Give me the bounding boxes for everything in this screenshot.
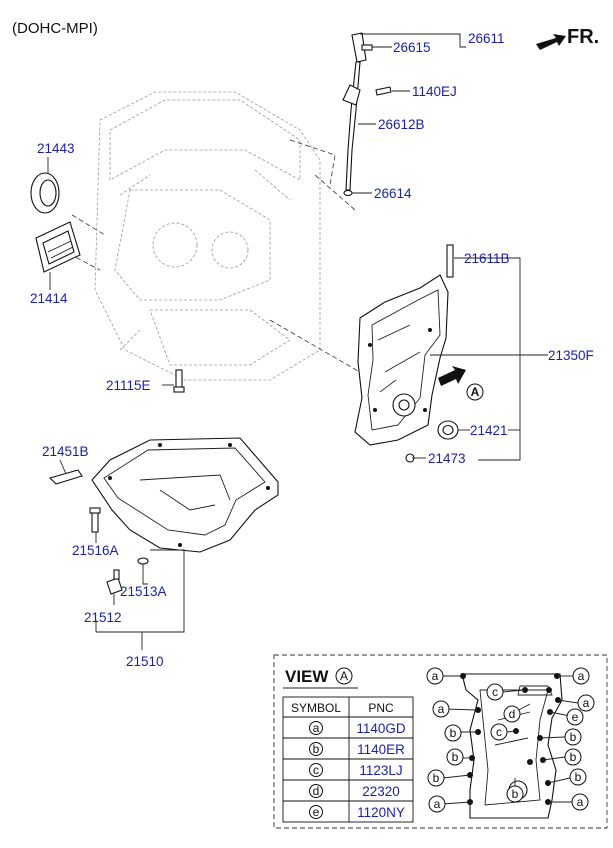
- symbol-pnc-table: SYMBOL PNC a 1140GD b 1140ER c 1123LJ d …: [282, 696, 414, 823]
- part-label-21513A[interactable]: 21513A: [120, 584, 167, 599]
- dipstick-bracket-bolt[interactable]: [375, 86, 392, 96]
- part-label-21414[interactable]: 21414: [30, 291, 68, 306]
- view-marker-circle: [466, 383, 484, 401]
- timing-cover-stud[interactable]: [446, 244, 454, 278]
- table-pnc-b[interactable]: 1140ER: [357, 742, 405, 757]
- view-title-marker: A: [340, 669, 348, 683]
- view-title-marker-circle: [335, 667, 353, 685]
- table-symbol-d: d: [313, 784, 320, 798]
- dipstick-pin[interactable]: [361, 44, 373, 51]
- part-label-21473[interactable]: 21473: [428, 451, 466, 466]
- part-label-21443[interactable]: 21443: [37, 141, 75, 156]
- front-direction-indicator: FR.: [536, 26, 599, 50]
- part-label-21512[interactable]: 21512: [84, 610, 122, 625]
- callout-b-3: b: [452, 750, 459, 764]
- part-label-21510[interactable]: 21510: [126, 654, 164, 669]
- callout-b-2: b: [570, 730, 577, 744]
- part-label-21451B[interactable]: 21451B: [42, 444, 89, 459]
- dipstick-tube-bracket[interactable]: [342, 84, 361, 106]
- table-symbol-c: c: [313, 763, 319, 777]
- callout-b-7: b: [512, 787, 519, 801]
- table-header-symbol: SYMBOL: [291, 701, 341, 715]
- part-label-21350F[interactable]: 21350F: [548, 348, 594, 363]
- oil-pan[interactable]: [91, 437, 279, 553]
- view-a-panel: VIEW A SYMBOL PNC a 1140GD b 1140ER c 11…: [273, 654, 608, 829]
- timing-chain-cover[interactable]: [354, 274, 449, 446]
- callout-c-1: c: [492, 685, 498, 699]
- front-label: FR.: [567, 26, 599, 48]
- drain-plug[interactable]: [106, 569, 123, 595]
- callout-c-2: c: [496, 725, 502, 739]
- callout-a-1: a: [432, 669, 439, 683]
- drain-plug-gasket[interactable]: [137, 557, 149, 565]
- callout-a-2: a: [578, 669, 585, 683]
- part-label-26615[interactable]: 26615: [393, 40, 431, 55]
- callout-a-5: a: [434, 797, 441, 811]
- dipstick-guide-dashes: [289, 139, 356, 211]
- part-label-21421[interactable]: 21421: [470, 423, 508, 438]
- table-pnc-d[interactable]: 22320: [362, 784, 400, 799]
- part-label-26611[interactable]: 26611: [468, 31, 505, 46]
- part-label-21611B[interactable]: 21611B: [464, 251, 510, 266]
- callout-b-5: b: [433, 771, 440, 785]
- callout-b-4: b: [570, 750, 577, 764]
- rear-oil-seal[interactable]: [30, 172, 60, 214]
- part-label-26614[interactable]: 26614: [374, 186, 412, 201]
- part-label-21115E[interactable]: 21115E: [106, 378, 151, 393]
- part-label-26612B[interactable]: 26612B: [378, 117, 425, 132]
- view-title: VIEW: [285, 667, 329, 686]
- leader-lines: [47, 33, 548, 650]
- part-label-21516A[interactable]: 21516A: [72, 543, 119, 558]
- engine-variant-label: (DOHC-MPI): [12, 20, 98, 37]
- view-arrow-icon: [438, 366, 466, 386]
- table-symbol-e: e: [313, 805, 320, 819]
- view-callouts: a a c a a d e b c b b b b b b a a: [426, 667, 595, 813]
- callout-a-6: a: [577, 795, 584, 809]
- table-symbol-a: a: [313, 721, 320, 735]
- callout-a-4: a: [438, 702, 445, 716]
- table-symbol-b: b: [313, 742, 320, 756]
- dipstick-o-ring[interactable]: [343, 189, 353, 197]
- view-marker-label: A: [471, 385, 480, 399]
- callout-a-3: a: [583, 696, 590, 710]
- oil-level-gauge[interactable]: [342, 32, 392, 197]
- table-pnc-a[interactable]: 1140GD: [356, 721, 406, 736]
- front-crank-seal[interactable]: [437, 420, 459, 440]
- table-pnc-e[interactable]: 1120NY: [357, 805, 405, 820]
- callout-b-1: b: [450, 726, 457, 740]
- view-a-arrow: A: [438, 366, 484, 401]
- callout-e-1: e: [572, 710, 579, 724]
- rear-seal-guide-dashes: [61, 214, 106, 271]
- dipstick-handle[interactable]: [351, 32, 367, 63]
- oil-baffle[interactable]: [48, 469, 83, 485]
- rear-oil-seal-case[interactable]: [35, 221, 81, 273]
- table-header-pnc: PNC: [368, 701, 394, 715]
- oil-pan-bolt[interactable]: [89, 507, 101, 533]
- view-panel-frame: [273, 654, 608, 829]
- callout-d-1: d: [509, 707, 516, 721]
- part-label-1140EJ[interactable]: 1140EJ: [412, 84, 457, 99]
- timing-cover-guide-dash: [269, 319, 366, 376]
- dipstick-rod[interactable]: [345, 61, 361, 191]
- callout-b-6: b: [575, 770, 582, 784]
- timing-cover-bolt[interactable]: [173, 369, 185, 393]
- engine-block-ghost: [94, 91, 321, 381]
- front-arrow-icon: [536, 34, 566, 50]
- table-pnc-c[interactable]: 1123LJ: [359, 763, 402, 778]
